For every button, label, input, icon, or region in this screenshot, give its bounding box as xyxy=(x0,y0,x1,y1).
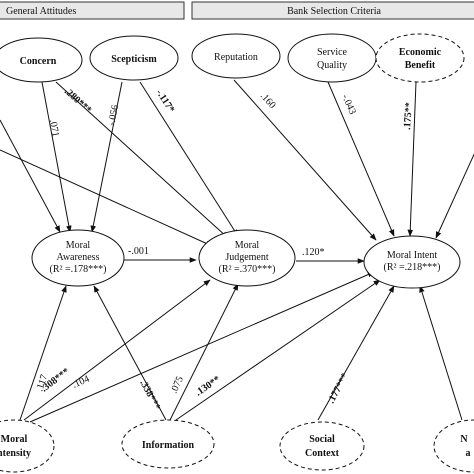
node-moral-awareness-r2: (R² =.178***) xyxy=(50,264,107,275)
node-moral-awareness: Moral Awareness (R² =.178***) xyxy=(31,229,125,287)
header-bank-selection-criteria-label: Bank Selection Criteria xyxy=(287,6,381,17)
node-social-context-label-2: Context xyxy=(305,448,340,459)
coef-intensity-ma: .117 xyxy=(34,373,50,393)
edge-right-bottom-mi xyxy=(419,285,463,421)
coef-information-mi: .130** xyxy=(194,374,223,398)
header-general-attitudes: General Attitudes xyxy=(0,1,185,20)
coef-ma-mj: -.001 xyxy=(128,246,149,257)
coef-reputation-mi: .160 xyxy=(258,91,278,111)
node-information: Information xyxy=(121,419,215,469)
node-economic-benefit-label-1: Economic xyxy=(399,47,442,58)
edge-intensity-mi xyxy=(29,271,375,423)
node-social-context: Social Context xyxy=(279,421,365,471)
header-bank-selection-criteria: Bank Selection Criteria xyxy=(191,1,474,20)
node-reputation-label: Reputation xyxy=(214,52,258,63)
edge-information-mj xyxy=(169,283,239,421)
node-economic-benefit: Economic Benefit xyxy=(375,33,465,83)
coef-service-mi: -.043 xyxy=(339,93,358,117)
edge-concern-ma xyxy=(41,81,72,233)
node-concern: Concern xyxy=(0,37,83,83)
edge-information-ma xyxy=(93,285,167,421)
node-partial-right: N a xyxy=(433,419,474,473)
coef-scepticism-mj: -.117* xyxy=(153,88,176,115)
node-moral-intensity-label-2: ntensity xyxy=(0,448,31,459)
edge-intensity-mj xyxy=(23,279,211,421)
edge-social-mi xyxy=(317,285,395,421)
node-moral-intensity: Moral ntensity xyxy=(0,419,55,473)
node-moral-intent: Moral Intent (R² =.218***) xyxy=(363,235,461,289)
coef-social-mi: .177*** xyxy=(326,372,351,406)
node-concern-label: Concern xyxy=(20,56,57,67)
edge-left-mj xyxy=(0,149,213,247)
edge-reputation-mi xyxy=(233,79,377,241)
edge-concern-mj xyxy=(55,81,229,239)
coef-intensity-mi: .104 xyxy=(71,374,91,391)
node-social-context-label-1: Social xyxy=(309,434,335,445)
node-partial-right-label-1: N xyxy=(460,434,468,445)
node-service-quality: Service Quality xyxy=(287,33,377,83)
node-moral-awareness-label-1: Moral xyxy=(66,240,91,251)
node-moral-judgement-r2: (R² =.370***) xyxy=(219,264,276,275)
node-moral-judgement-label-2: Judgement xyxy=(225,252,269,263)
coef-information-mj: .075 xyxy=(169,375,186,395)
header-general-attitudes-label: General Attitudes xyxy=(6,6,76,17)
node-information-label: Information xyxy=(142,440,195,451)
node-reputation: Reputation xyxy=(191,33,281,79)
node-scepticism: Scepticism xyxy=(89,35,179,81)
edge-scepticism-ma xyxy=(90,81,123,233)
edge-right-top-mi xyxy=(435,153,474,239)
coef-information-ma: .338*** xyxy=(137,378,162,412)
edges xyxy=(0,79,474,423)
coef-economic-mi: .175** xyxy=(402,102,415,130)
edge-intensity-ma xyxy=(19,285,67,421)
edge-left-ma xyxy=(0,119,61,233)
edge-information-mi xyxy=(175,279,381,421)
node-moral-judgement-label-1: Moral xyxy=(235,240,260,251)
edge-scepticism-mj xyxy=(139,81,239,237)
coef-mj-mi: .120* xyxy=(302,247,325,258)
node-scepticism-label: Scepticism xyxy=(111,54,157,65)
node-service-quality-label-2: Quality xyxy=(317,60,347,71)
coef-concern-mj: .280*** xyxy=(62,86,94,116)
node-partial-right-label-2: a xyxy=(466,448,471,459)
node-moral-intent-r2: (R² =.218***) xyxy=(384,262,441,273)
coef-concern-ma: .071 xyxy=(47,119,61,138)
coef-scepticism-ma: -.056 xyxy=(106,104,121,127)
node-economic-benefit-label-2: Benefit xyxy=(405,60,436,71)
node-moral-intent-label: Moral Intent xyxy=(387,250,437,261)
node-moral-awareness-label-2: Awareness xyxy=(57,252,100,263)
node-moral-judgement: Moral Judgement (R² =.370***) xyxy=(198,229,296,287)
node-service-quality-label-1: Service xyxy=(317,47,348,58)
edge-economic-mi xyxy=(407,81,417,237)
node-moral-intensity-label-1: Moral xyxy=(1,434,28,445)
edge-service-mi xyxy=(327,81,395,237)
